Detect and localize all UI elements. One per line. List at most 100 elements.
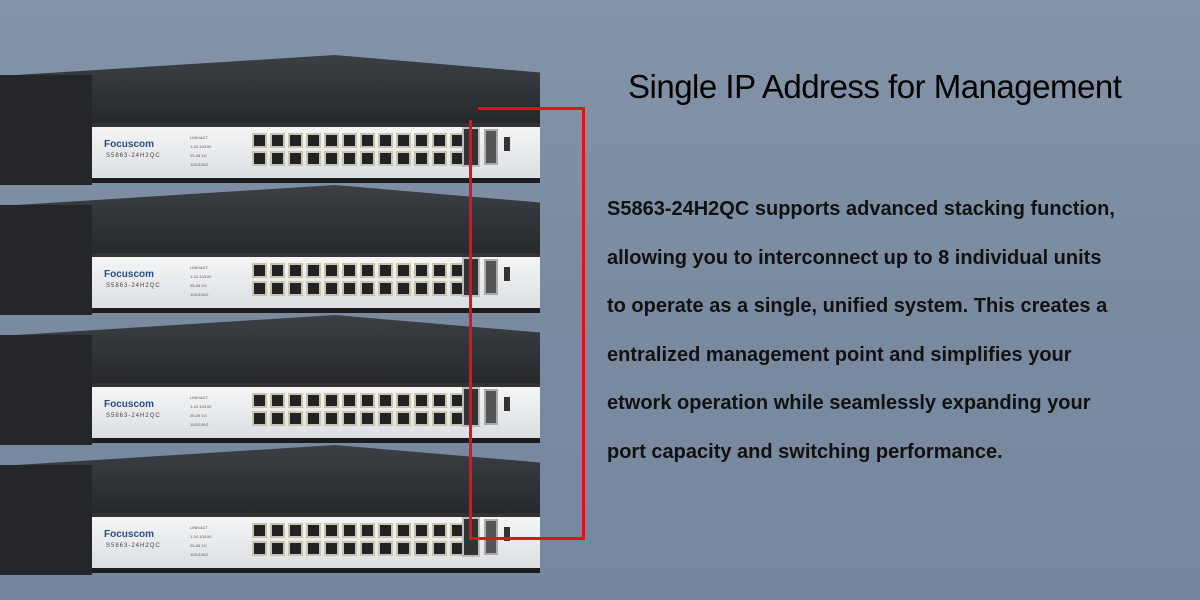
rj45-port bbox=[396, 151, 411, 166]
rj45-port bbox=[252, 133, 267, 148]
rj45-port bbox=[396, 263, 411, 278]
rj45-port bbox=[342, 133, 357, 148]
led-label: LINK/ACT bbox=[190, 135, 209, 140]
page-title: Single IP Address for Management bbox=[628, 68, 1122, 105]
port-group-1 bbox=[252, 523, 357, 556]
rj45-port bbox=[324, 411, 339, 426]
rj45-port bbox=[360, 541, 375, 556]
switch-side bbox=[0, 335, 92, 445]
rj45-port bbox=[360, 133, 375, 148]
led-label: 1-24 10/100 bbox=[190, 144, 212, 149]
usb-port bbox=[504, 527, 510, 541]
rj45-port bbox=[432, 133, 447, 148]
rj45-port bbox=[396, 281, 411, 296]
rj45-port bbox=[288, 151, 303, 166]
stack-cable-top bbox=[478, 107, 585, 110]
rj45-port bbox=[360, 523, 375, 538]
rj45-port bbox=[378, 523, 393, 538]
rj45-port bbox=[396, 523, 411, 538]
model-label: S5863-24H2QC bbox=[106, 153, 161, 159]
rj45-port bbox=[378, 151, 393, 166]
rj45-port bbox=[414, 411, 429, 426]
rj45-port bbox=[306, 411, 321, 426]
rj45-port bbox=[432, 281, 447, 296]
model-label: S5863-24H2QC bbox=[106, 283, 161, 289]
rj45-port bbox=[342, 281, 357, 296]
rj45-port bbox=[378, 541, 393, 556]
rj45-port bbox=[324, 281, 339, 296]
led-label: 10G/100G bbox=[190, 162, 209, 167]
rj45-port bbox=[306, 523, 321, 538]
switch-side bbox=[0, 75, 92, 185]
rj45-port bbox=[270, 393, 285, 408]
console-port bbox=[484, 389, 498, 425]
console-port bbox=[484, 259, 498, 295]
rj45-port bbox=[306, 151, 321, 166]
brand-logo: Focuscom bbox=[104, 529, 155, 540]
stack-cable-right bbox=[582, 107, 585, 540]
rj45-port bbox=[288, 523, 303, 538]
led-label: LINK/ACT bbox=[190, 395, 209, 400]
rj45-port bbox=[270, 151, 285, 166]
rj45-port bbox=[378, 393, 393, 408]
led-label: 25-26 1G bbox=[190, 283, 207, 288]
usb-port bbox=[504, 397, 510, 411]
rj45-port bbox=[324, 133, 339, 148]
rj45-port bbox=[270, 523, 285, 538]
brand-logo: Focuscom bbox=[104, 399, 155, 410]
model-label: S5863-24H2QC bbox=[106, 413, 161, 419]
rj45-port bbox=[360, 281, 375, 296]
rj45-port bbox=[306, 133, 321, 148]
console-port bbox=[484, 129, 498, 165]
stack-cable-bottom bbox=[469, 537, 585, 540]
rj45-port bbox=[414, 263, 429, 278]
rj45-port bbox=[324, 541, 339, 556]
led-label: 10G/100G bbox=[190, 292, 209, 297]
rj45-port bbox=[252, 393, 267, 408]
rj45-port bbox=[306, 393, 321, 408]
rj45-port bbox=[324, 393, 339, 408]
led-legend: LINK/ACT 1-24 10/100 25-26 1G 10G/100G bbox=[190, 263, 211, 299]
rj45-port bbox=[360, 263, 375, 278]
rj45-port bbox=[396, 411, 411, 426]
rj45-port bbox=[324, 523, 339, 538]
led-label: 1-24 10/100 bbox=[190, 534, 212, 539]
port-group-2 bbox=[360, 263, 465, 296]
usb-port bbox=[504, 267, 510, 281]
rj45-port bbox=[288, 393, 303, 408]
rj45-port bbox=[270, 541, 285, 556]
port-group-1 bbox=[252, 263, 357, 296]
rj45-port bbox=[378, 411, 393, 426]
switch-side bbox=[0, 465, 92, 575]
rj45-port bbox=[306, 281, 321, 296]
led-legend: LINK/ACT 1-24 10/100 25-26 1G 10G/100G bbox=[190, 133, 211, 169]
rj45-port bbox=[396, 393, 411, 408]
led-label: 25-26 1G bbox=[190, 153, 207, 158]
description-line: port capacity and switching performance. bbox=[607, 440, 1003, 463]
rj45-port bbox=[414, 151, 429, 166]
rj45-port bbox=[270, 281, 285, 296]
rj45-port bbox=[342, 523, 357, 538]
led-label: 1-24 10/100 bbox=[190, 274, 212, 279]
rj45-port bbox=[432, 411, 447, 426]
rj45-port bbox=[414, 393, 429, 408]
brand-logo: Focuscom bbox=[104, 269, 155, 280]
rj45-port bbox=[432, 541, 447, 556]
led-label: 1-24 10/100 bbox=[190, 404, 212, 409]
rj45-port bbox=[252, 411, 267, 426]
rj45-port bbox=[378, 133, 393, 148]
rj45-port bbox=[396, 133, 411, 148]
rj45-port bbox=[306, 541, 321, 556]
rj45-port bbox=[432, 523, 447, 538]
led-label: LINK/ACT bbox=[190, 265, 209, 270]
switch-front-panel: Focuscom S5863-24H2QC LINK/ACT 1-24 10/10… bbox=[92, 123, 540, 183]
switch-front-panel: Focuscom S5863-24H2QC LINK/ACT 1-24 10/10… bbox=[92, 253, 540, 313]
network-switch: Focuscom S5863-24H2QC LINK/ACT 1-24 10/10… bbox=[0, 315, 545, 447]
description-line: to operate as a single, unified system. … bbox=[607, 295, 1108, 317]
brand-logo: Focuscom bbox=[104, 139, 155, 150]
rj45-port bbox=[252, 151, 267, 166]
